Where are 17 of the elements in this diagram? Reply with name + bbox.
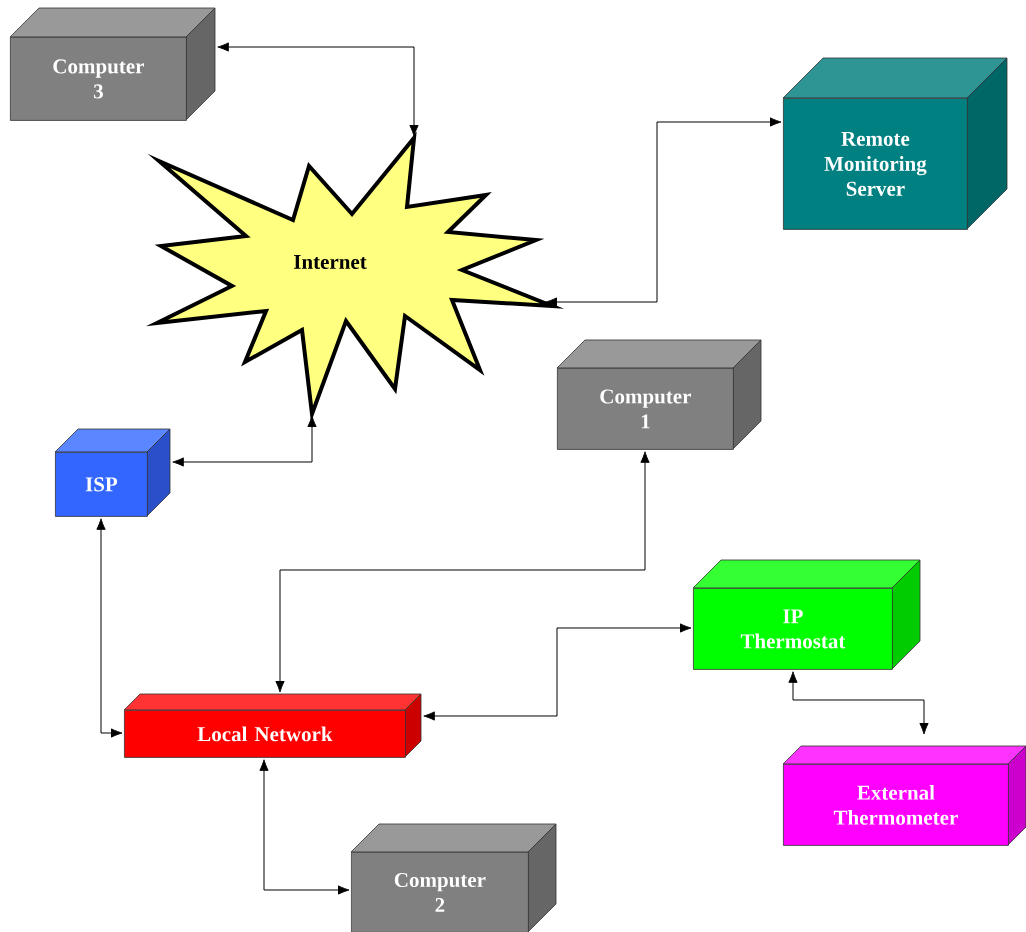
- computer-box: Computer 3: [9, 7, 216, 121]
- computer-box: Computer 2: [350, 823, 557, 932]
- arrow: [423, 623, 692, 721]
- arrow: [96, 518, 123, 738]
- arrow: [275, 451, 650, 693]
- computer-box: Computer 1: [556, 339, 762, 450]
- arrow: [259, 759, 350, 895]
- arrow: [545, 117, 782, 307]
- arrow: [172, 415, 317, 467]
- starburst: Internet: [145, 131, 565, 423]
- arrow: [788, 671, 929, 735]
- arrow: [217, 42, 419, 137]
- isp-box: ISP: [54, 428, 171, 517]
- thermostat-box: IP Thermostat: [692, 559, 921, 670]
- network-box: Local Network: [123, 693, 422, 758]
- server-box: Remote Monitoring Server: [782, 57, 1008, 230]
- thermometer-box: External Thermometer: [782, 745, 1026, 846]
